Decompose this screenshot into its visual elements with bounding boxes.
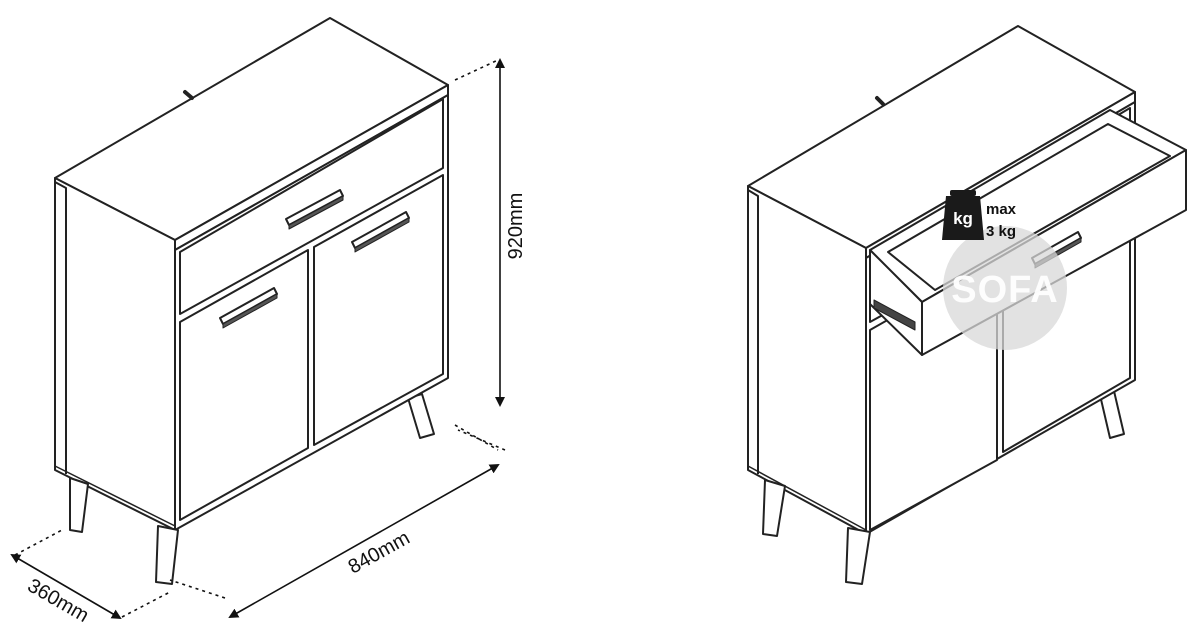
side-panel	[54, 177, 176, 531]
weight-icon	[942, 196, 984, 240]
width-label: 840mm	[345, 527, 414, 579]
front-leg-left	[69, 477, 89, 533]
dimension-guides	[10, 58, 506, 620]
front-leg-center-2	[845, 527, 871, 585]
height-label: 920mm	[505, 193, 527, 260]
cabinet-closed-drawing	[54, 17, 449, 585]
width-dimension-line	[228, 464, 500, 618]
front-leg-left-2	[762, 479, 786, 537]
watermark: SOFA	[943, 226, 1067, 350]
top-knob-2	[875, 96, 885, 106]
watermark-circle	[943, 226, 1067, 350]
weight-icon-text: kg	[953, 209, 973, 228]
depth-dimension-line	[10, 553, 122, 620]
drawer-runner	[873, 299, 916, 331]
door-left	[179, 249, 309, 521]
open-drawer-left	[869, 249, 923, 356]
back-leg-right	[407, 393, 435, 439]
drawer-handle	[285, 189, 344, 230]
top-knob	[183, 90, 194, 100]
watermark-text: SOFA	[951, 269, 1058, 311]
weight-limit-note: kg max 3 kg	[942, 190, 1017, 240]
weight-value-label: 3 kg	[986, 223, 1016, 240]
door-left-handle	[219, 287, 278, 329]
door-right	[313, 174, 444, 446]
door-right-handle	[351, 211, 410, 253]
weight-max-label: max	[986, 201, 1017, 218]
front-leg-center	[155, 525, 179, 585]
